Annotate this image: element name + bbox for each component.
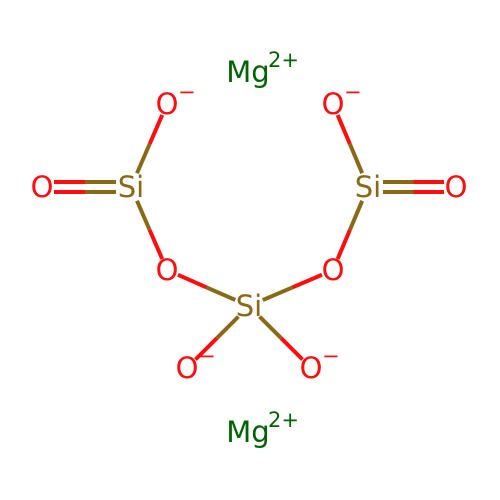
bond-o-bridge-left-si-bottom-half-a <box>177 272 208 290</box>
atom-charge-o-anion-right: − <box>344 80 362 104</box>
bond-o-bridge-right-si-right-half-a <box>335 229 352 260</box>
atom-symbol-o-anion-bottom-right: O <box>300 351 323 385</box>
bond-o-bridge-left-si-bottom-half-b <box>205 285 237 302</box>
atom-charge-mg-bottom: 2+ <box>268 408 299 432</box>
atom-symbol-mg-top: Mg <box>226 55 269 89</box>
atom-mg-bottom: Mg2+ <box>226 408 299 449</box>
bond-o-bridge-right-si-right-half-b <box>348 200 365 231</box>
atom-symbol-si-left: Si <box>118 170 144 204</box>
atom-o-anion-bottom-left: O− <box>176 344 216 385</box>
atom-symbol-o-bridge-left: O <box>156 253 179 287</box>
atom-si-left: Si <box>118 170 144 204</box>
atom-symbol-si-bottom: Si <box>236 289 262 323</box>
atom-symbol-o-bridge-right: O <box>322 253 345 287</box>
bonds-layer <box>54 114 444 361</box>
atom-symbol-o-double-left: O <box>31 170 54 204</box>
bond-si-left-o-bridge-left-half-b <box>147 229 165 260</box>
atom-charge-mg-top: 2+ <box>268 48 299 72</box>
bond-si-bottom-o-anion-bottom-left-half-b <box>194 336 219 361</box>
bond-si-bottom-o-anion-bottom-left-half-a <box>215 315 240 340</box>
atom-si-bottom: Si <box>236 289 262 323</box>
atom-o-double-right: O <box>445 170 468 204</box>
atom-charge-o-anion-left: − <box>178 80 196 104</box>
bond-si-left-o-anion-left-half-a <box>135 143 152 175</box>
bond-si-bottom-o-bridge-right-half-b <box>291 272 323 290</box>
bond-si-bottom-o-anion-bottom-right-half-a <box>258 315 283 340</box>
atom-symbol-o-anion-right: O <box>322 87 345 121</box>
atom-charge-o-anion-bottom-left: − <box>198 344 216 368</box>
atom-si-right: Si <box>355 170 381 204</box>
atom-symbol-o-anion-left: O <box>156 87 179 121</box>
atom-symbol-o-anion-bottom-left: O <box>176 351 199 385</box>
bond-si-bottom-o-anion-bottom-right-half-b <box>279 336 304 361</box>
atom-o-double-left: O <box>31 170 54 204</box>
atom-mg-top: Mg2+ <box>226 48 299 89</box>
atom-symbol-o-double-right: O <box>445 170 468 204</box>
bond-si-bottom-o-bridge-right-half-a <box>262 285 294 302</box>
atom-charge-o-anion-bottom-right: − <box>322 344 340 368</box>
bond-si-left-o-anion-left-half-b <box>147 114 165 145</box>
bond-si-right-o-anion-right-half-b <box>335 114 352 145</box>
bond-si-right-o-anion-right-half-a <box>348 143 365 174</box>
atom-symbol-mg-bottom: Mg <box>226 415 269 449</box>
atom-o-anion-bottom-right: O− <box>300 344 340 385</box>
bond-si-left-o-bridge-left-half-a <box>135 199 152 231</box>
atom-o-bridge-left: O <box>156 253 179 287</box>
atom-o-anion-right: O− <box>322 80 362 121</box>
atom-o-bridge-right: O <box>322 253 345 287</box>
atom-o-anion-left: O− <box>156 80 196 121</box>
atom-symbol-si-right: Si <box>355 170 381 204</box>
